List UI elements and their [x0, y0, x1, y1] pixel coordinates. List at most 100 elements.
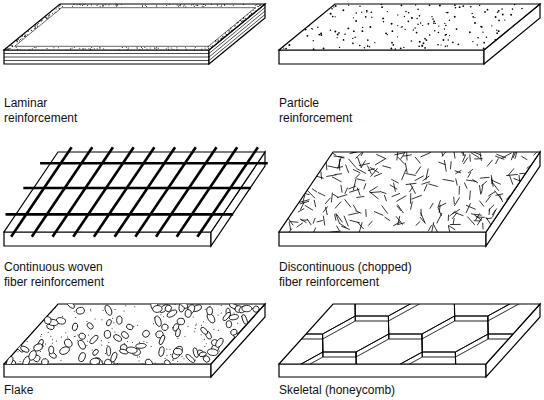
honeycomb-wall — [322, 352, 323, 357]
honeycomb-wall — [290, 370, 291, 375]
stipple-dot — [17, 40, 18, 41]
chopped-fiber — [452, 213, 457, 219]
reinforcement-texture — [5, 299, 260, 369]
chopped-fiber — [410, 184, 415, 194]
stipple-dot — [231, 30, 232, 31]
slab-top-face — [4, 304, 265, 364]
lamina-line — [209, 8, 265, 54]
particle-dot — [408, 12, 410, 14]
stipple-dot — [170, 354, 171, 355]
slab-front-face — [4, 364, 211, 377]
lamina-line — [4, 60, 209, 61]
chopped-fiber — [482, 223, 483, 230]
chopped-fiber — [441, 148, 443, 156]
stipple-dot — [9, 48, 10, 49]
stipple-dot — [142, 48, 143, 49]
chopped-fiber — [368, 221, 372, 226]
particle-dot — [331, 8, 333, 10]
stipple-dot — [75, 336, 76, 337]
stipple-dot — [97, 5, 98, 6]
stipple-dot — [8, 49, 9, 50]
particle-dot — [353, 30, 355, 32]
stipple-dot — [103, 48, 104, 49]
chopped-fiber — [437, 213, 442, 223]
particle-dot — [318, 34, 320, 36]
chopped-fiber — [302, 193, 310, 195]
particle-dot — [330, 13, 332, 15]
stipple-dot — [59, 5, 60, 6]
particle-dot — [343, 39, 345, 41]
stipple-dot — [51, 311, 52, 312]
particle-dot — [479, 5, 480, 6]
particle-dot — [411, 40, 413, 42]
chopped-fiber — [459, 150, 465, 156]
particle-dot — [474, 22, 476, 24]
honeycomb-wall — [387, 280, 388, 285]
honeycomb-cell — [454, 280, 520, 316]
stipple-dot — [141, 47, 142, 48]
chopped-fiber — [527, 162, 535, 168]
chopped-fiber — [456, 179, 458, 186]
stipple-dot — [74, 47, 75, 48]
stipple-dot — [92, 49, 93, 50]
chopped-fiber — [330, 231, 340, 232]
honeycomb-wall — [355, 316, 356, 321]
stipple-dot — [201, 48, 202, 49]
stipple-dot — [150, 48, 151, 49]
stipple-dot — [116, 6, 117, 7]
chopped-fiber — [303, 195, 305, 203]
stipple-dot — [85, 48, 86, 49]
honeycomb-wall — [354, 298, 355, 303]
particle-dot — [510, 14, 512, 16]
chopped-fiber — [463, 149, 464, 156]
stipple-dot — [17, 49, 18, 50]
particle-dot — [320, 32, 322, 34]
particle-dot — [418, 45, 420, 47]
chopped-fiber — [300, 219, 307, 223]
stipple-dot — [24, 36, 25, 37]
chopped-fiber — [491, 175, 493, 187]
stipple-dot — [45, 16, 46, 17]
chopped-fiber — [533, 150, 539, 156]
stipple-dot — [224, 4, 225, 5]
particle-dot — [438, 32, 440, 34]
honeycomb-wall — [455, 352, 456, 357]
chopped-fiber — [481, 184, 483, 193]
particle-dot — [423, 42, 425, 44]
stipple-dot — [211, 47, 212, 48]
stipple-dot — [124, 343, 125, 344]
particle-dot — [339, 47, 340, 48]
honeycomb-wall — [487, 280, 488, 285]
honeycomb-wall — [322, 352, 323, 357]
particle-dot — [442, 39, 444, 41]
stipple-dot — [218, 41, 219, 42]
flake — [20, 345, 30, 353]
stipple-dot — [213, 329, 214, 330]
stipple-dot — [179, 5, 180, 6]
particle-dot — [342, 9, 344, 11]
honeycomb-wall — [454, 316, 455, 321]
flake — [158, 346, 165, 356]
chopped-fiber — [410, 193, 411, 203]
particle-dot — [365, 16, 367, 18]
chopped-fiber — [318, 192, 325, 195]
stipple-dot — [37, 24, 38, 25]
stipple-dot — [185, 6, 186, 7]
stipple-dot — [40, 19, 41, 20]
flake — [40, 358, 49, 367]
stipple-dot — [88, 48, 89, 49]
particle-dot — [421, 45, 422, 46]
stipple-dot — [40, 336, 41, 337]
chopped-fiber — [406, 150, 407, 160]
chopped-fiber — [370, 192, 379, 199]
stipple-dot — [234, 25, 235, 26]
honeycomb-wall — [289, 316, 290, 321]
stipple-dot — [183, 358, 184, 359]
stipple-dot — [31, 30, 33, 31]
stipple-dot — [156, 47, 157, 48]
chopped-fiber — [353, 205, 356, 211]
flake — [252, 305, 261, 314]
chopped-fiber — [326, 162, 328, 170]
honeycomb-cell — [388, 298, 454, 334]
